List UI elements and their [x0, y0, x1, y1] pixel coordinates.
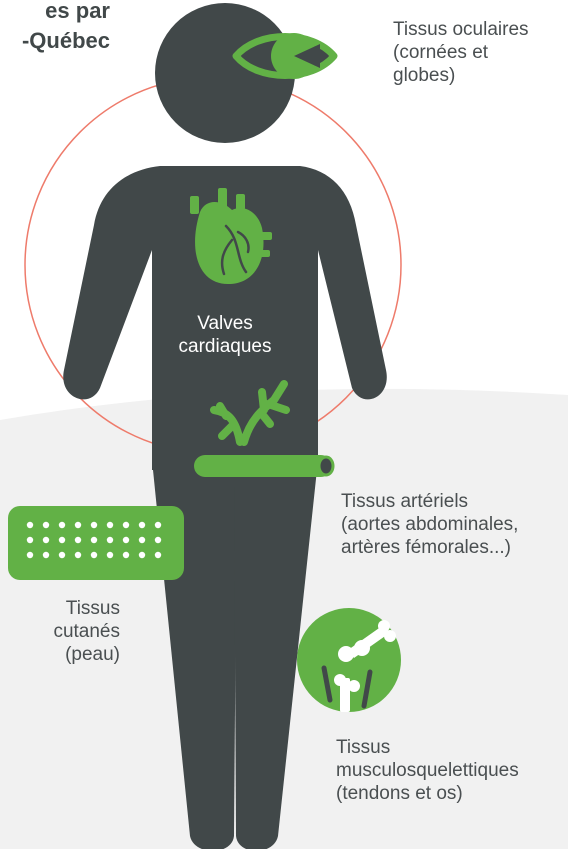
label-musculoskeletal-tissue: Tissus musculosquelettiques (tendons et … — [336, 737, 519, 804]
skin-icon — [8, 506, 184, 580]
label-arterial-tissue: Tissus artériels (aortes abdominales, ar… — [341, 491, 519, 558]
artery-icon — [194, 380, 335, 477]
torso — [63, 166, 387, 470]
page-title: es par -Québec — [0, 0, 110, 56]
human-silhouette — [63, 3, 387, 849]
joint-icon — [297, 608, 401, 712]
artery-tube — [194, 455, 332, 477]
label-ocular-tissue: Tissus oculaires (cornées et globes) — [393, 19, 529, 86]
title-line-1: es par — [45, 0, 110, 23]
heart-icon — [190, 188, 272, 284]
right-leg — [234, 460, 318, 849]
title-line-2: -Québec — [21, 28, 110, 53]
label-heart-valves: Valves cardiaques — [178, 313, 272, 357]
eye-icon — [232, 33, 338, 79]
label-skin-tissue: Tissus cutanés (peau) — [53, 598, 120, 665]
